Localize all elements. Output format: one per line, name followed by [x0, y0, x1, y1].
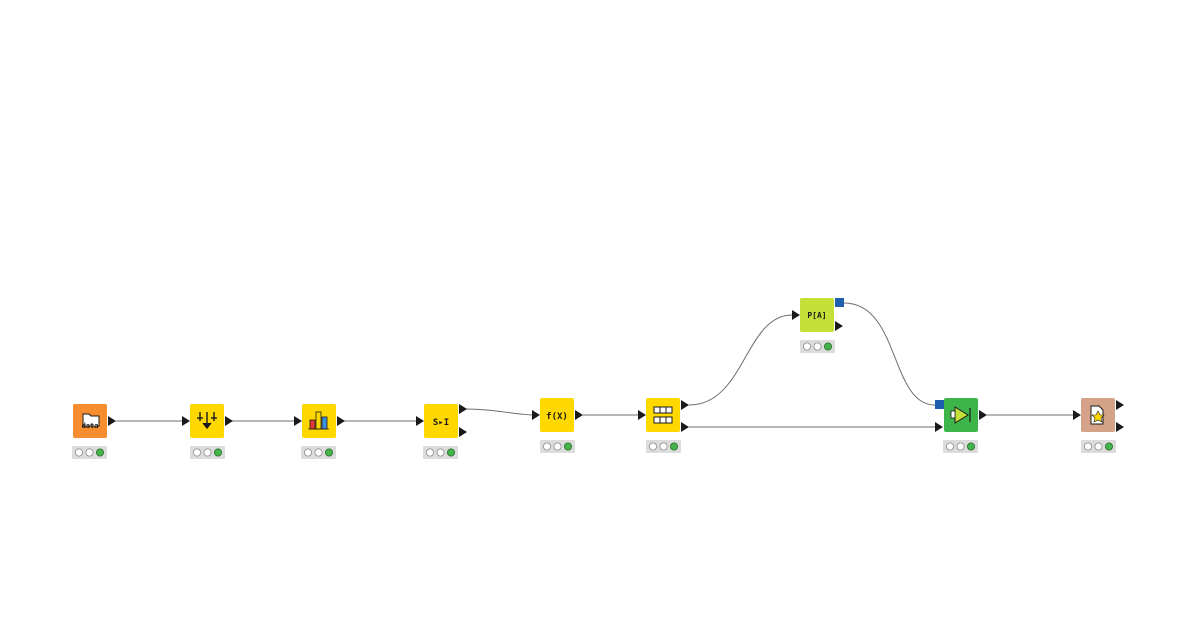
data-folder-icon: data — [82, 413, 100, 430]
status-traffic-light — [190, 446, 225, 459]
status-traffic-light — [1081, 440, 1116, 453]
status-traffic-light — [646, 440, 681, 453]
status-traffic-light — [943, 440, 978, 453]
node-filter[interactable] — [182, 404, 233, 459]
probability-learner-icon: P[A] — [807, 311, 826, 320]
status-traffic-light — [301, 446, 336, 459]
status-traffic-light — [800, 340, 835, 353]
connection-partitioning-to-learner[interactable] — [688, 314, 793, 406]
inport-arrow-icon[interactable] — [182, 416, 190, 426]
node-file-reader[interactable]: data — [72, 0, 1000, 459]
inport-arrow-icon[interactable] — [1073, 410, 1081, 420]
outport-arrow-icon[interactable] — [108, 416, 116, 426]
model-outport[interactable] — [835, 298, 844, 307]
node-learner[interactable]: P[A] — [792, 298, 844, 353]
outport-arrow-icon[interactable] — [835, 321, 843, 331]
node-chart-view[interactable] — [294, 404, 345, 459]
model-inport[interactable] — [935, 400, 944, 409]
node-partitioning[interactable] — [638, 398, 689, 453]
math-formula-node-body[interactable] — [540, 398, 574, 432]
node-scorer[interactable] — [1073, 398, 1124, 453]
inport-arrow-icon[interactable] — [935, 422, 943, 432]
connection-learner-to-predictor[interactable] — [843, 302, 936, 406]
math-formula-icon: f(X) — [546, 412, 568, 422]
status-traffic-light — [423, 446, 458, 459]
status-traffic-light — [540, 440, 575, 453]
data-icon-label: data — [82, 422, 99, 430]
inport-arrow-icon[interactable] — [532, 410, 540, 420]
outport-bottom-arrow-icon[interactable] — [459, 427, 467, 437]
outport-top-arrow-icon[interactable] — [459, 404, 467, 414]
outport-arrow-icon[interactable] — [575, 410, 583, 420]
node-math-formula[interactable]: f(X) — [532, 398, 583, 453]
node-predictor[interactable] — [935, 398, 987, 453]
inport-arrow-icon[interactable] — [294, 416, 302, 426]
outport-top-arrow-icon[interactable] — [1116, 400, 1124, 410]
scorer-icon — [1090, 405, 1105, 425]
learner-node-body[interactable] — [800, 298, 834, 332]
connections-layer — [116, 302, 1073, 428]
predictor-icon — [950, 406, 971, 424]
outport-arrow-icon[interactable] — [225, 416, 233, 426]
outport-bottom-arrow-icon[interactable] — [1116, 422, 1124, 432]
bar-chart-icon — [308, 411, 329, 430]
partitioning-node-body[interactable] — [646, 398, 680, 432]
string-to-number-icon: S▸I — [433, 418, 449, 428]
status-traffic-light — [72, 446, 107, 459]
outport-arrow-icon[interactable] — [979, 410, 987, 420]
outport-arrow-icon[interactable] — [337, 416, 345, 426]
outport-bottom-arrow-icon[interactable] — [681, 422, 689, 432]
inport-arrow-icon[interactable] — [792, 310, 800, 320]
inport-arrow-icon[interactable] — [638, 410, 646, 420]
string-to-number-node-body[interactable] — [424, 404, 458, 438]
node-string-to-number[interactable]: S▸I — [416, 404, 467, 459]
inport-arrow-icon[interactable] — [416, 416, 424, 426]
table-partition-icon — [653, 406, 673, 424]
connection-string-to-number-to-math-formula[interactable] — [465, 408, 533, 416]
row-filter-icon — [197, 412, 217, 430]
outport-top-arrow-icon[interactable] — [681, 400, 689, 410]
